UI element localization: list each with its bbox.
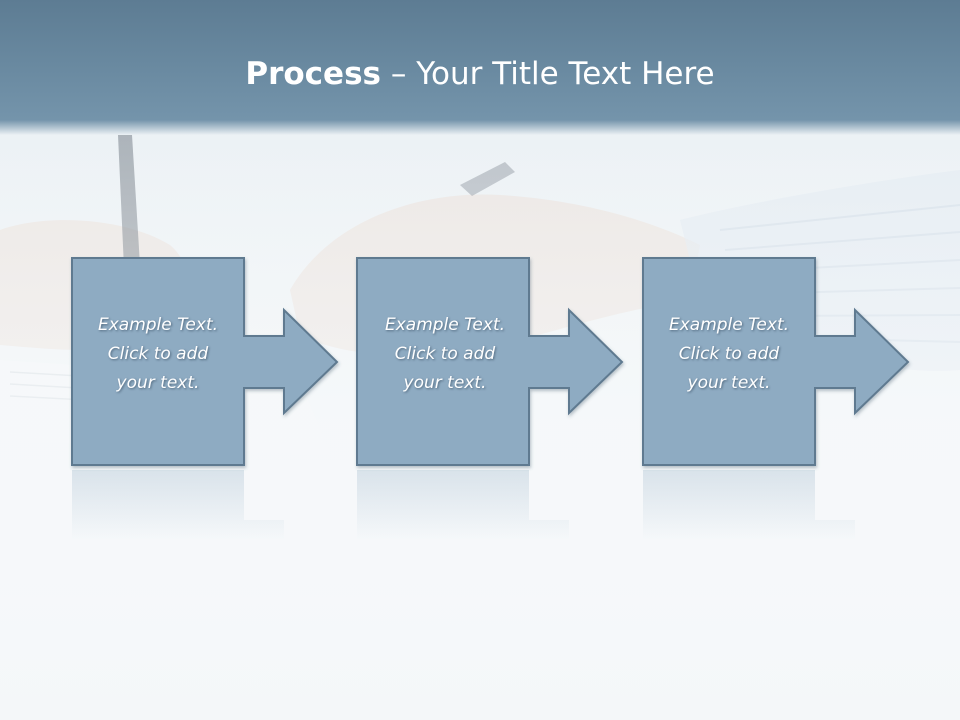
step-text-line: Example Text. <box>668 315 790 335</box>
step-text-line: Click to add <box>678 344 780 364</box>
reflections <box>72 470 855 540</box>
slide-title[interactable]: Process – Your Title Text Here <box>0 52 960 96</box>
step-text-line: Click to add <box>394 344 496 364</box>
title-rest: – Your Title Text Here <box>381 56 715 92</box>
process-step-1-shape[interactable] <box>71 257 339 466</box>
step-text-line: Example Text. <box>384 315 506 335</box>
process-step-1-text[interactable]: Example Text. Click to add your text. <box>72 311 244 398</box>
step-text-line: your text. <box>687 373 771 393</box>
step-text-line: Click to add <box>107 344 209 364</box>
title-band <box>0 0 960 135</box>
process-step-2-text[interactable]: Example Text. Click to add your text. <box>359 311 531 398</box>
title-bold-word: Process <box>245 56 381 92</box>
step-text-line: your text. <box>403 373 487 393</box>
step-text-line: your text. <box>116 373 200 393</box>
process-step-2-shape[interactable] <box>356 257 624 466</box>
process-step-3-text[interactable]: Example Text. Click to add your text. <box>643 311 815 398</box>
process-step-3-shape[interactable] <box>642 257 910 466</box>
step-text-line: Example Text. <box>97 315 219 335</box>
